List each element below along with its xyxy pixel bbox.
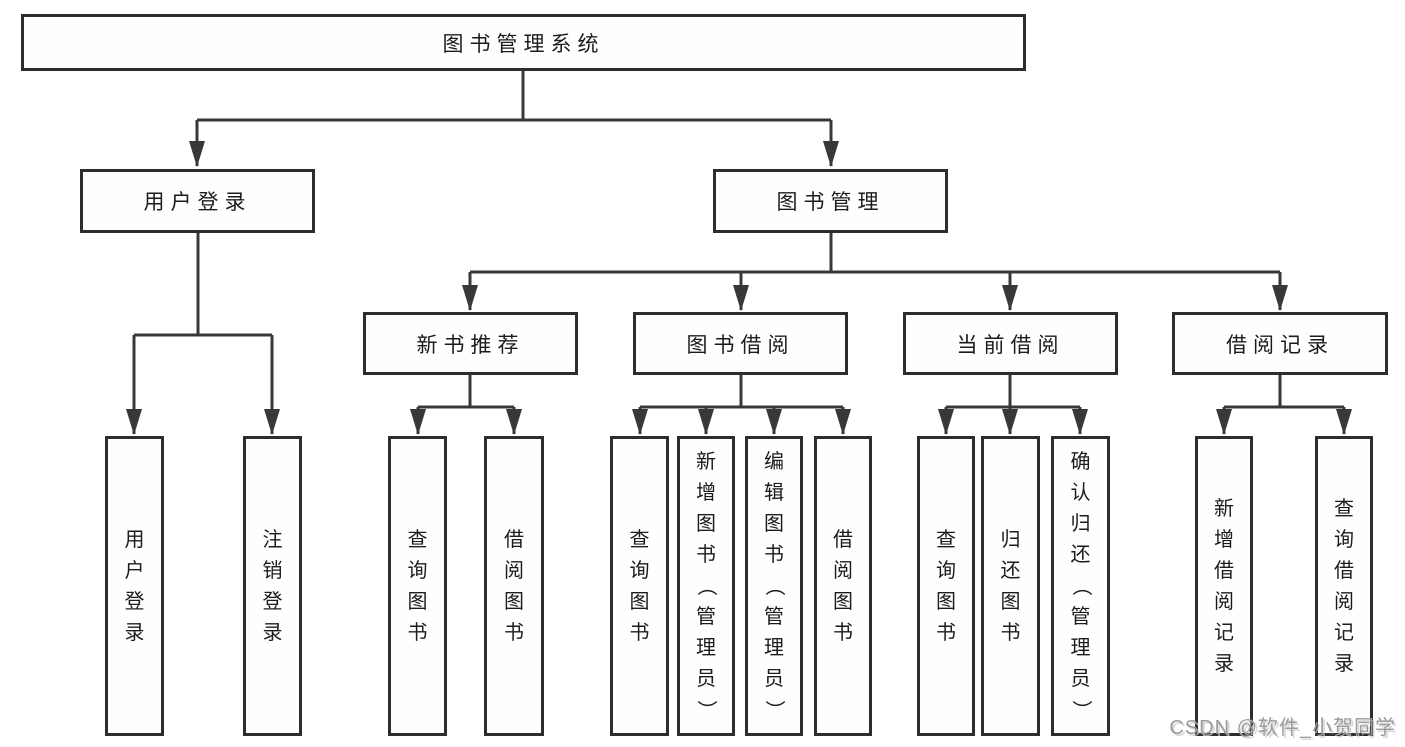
leaf-confirm-return-admin: 确认归还（管理员）	[1051, 436, 1110, 736]
node-user-login: 用户登录	[80, 169, 315, 233]
leaf-query-books-current: 查询图书	[917, 436, 975, 736]
node-borrowing-records: 借阅记录	[1172, 312, 1388, 375]
node-library-management-system: 图书管理系统	[21, 14, 1026, 71]
leaf-return-books: 归还图书	[981, 436, 1040, 736]
leaf-query-books-borrowing: 查询图书	[610, 436, 669, 736]
leaf-borrow-books-borrowing: 借阅图书	[814, 436, 872, 736]
leaf-query-borrow-record: 查询借阅记录	[1315, 436, 1373, 736]
node-new-book-recommendation: 新书推荐	[363, 312, 578, 375]
leaf-logout-login: 注销登录	[243, 436, 302, 736]
csdn-watermark: CSDN @软件_小贺同学	[1169, 717, 1396, 739]
leaf-borrow-books-recommend: 借阅图书	[484, 436, 544, 736]
leaf-edit-books-admin: 编辑图书（管理员）	[745, 436, 803, 736]
leaf-query-books-recommend: 查询图书	[388, 436, 447, 736]
node-current-borrowing: 当前借阅	[903, 312, 1118, 375]
node-book-management: 图书管理	[713, 169, 948, 233]
leaf-add-borrow-record: 新增借阅记录	[1195, 436, 1253, 736]
leaf-user-login: 用户登录	[105, 436, 164, 736]
node-book-borrowing: 图书借阅	[633, 312, 848, 375]
leaf-add-books-admin: 新增图书（管理员）	[677, 436, 735, 736]
